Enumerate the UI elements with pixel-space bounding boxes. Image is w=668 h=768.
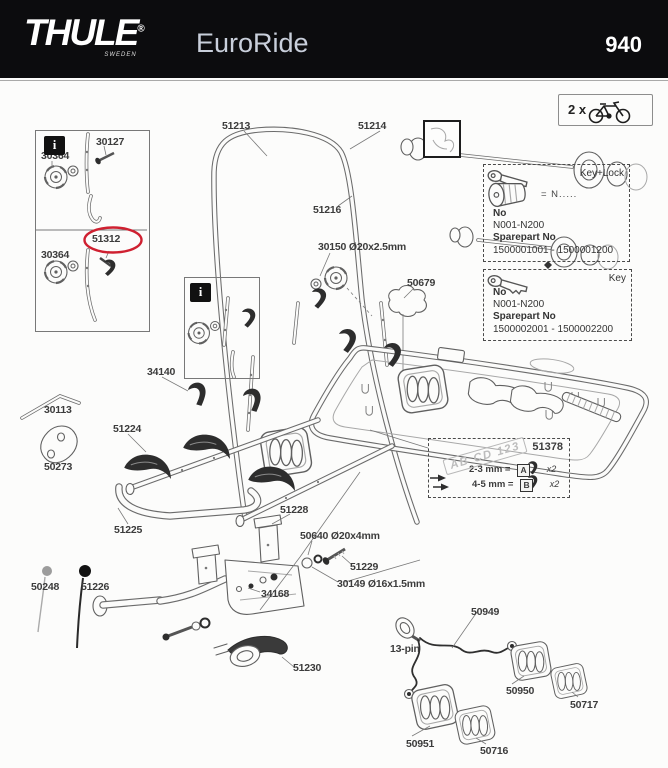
bike-capacity-box: 2 x — [558, 94, 653, 126]
info-icon: i — [190, 283, 211, 302]
part-label-50640: 50640 Ø20x4mm — [300, 530, 380, 542]
part-label-51216: 51216 — [313, 204, 342, 216]
header-divider — [0, 80, 668, 81]
brand-subtext: SWEDEN — [104, 52, 137, 58]
key-number-note: = N..... — [541, 189, 578, 200]
part-label-51213: 51213 — [222, 120, 251, 132]
sparepart-value: 1500002001 - 1500002200 — [493, 323, 614, 335]
part-label-50716: 50716 — [480, 745, 509, 757]
part-label-51230: 51230 — [293, 662, 322, 674]
part-label-50679: 50679 — [407, 277, 436, 289]
thule-logo: THULE® SWEDEN — [24, 12, 145, 58]
qty-label: x2 — [546, 464, 557, 474]
part-label-50950: 50950 — [506, 685, 535, 697]
plate-row-1: 2-3 mm = A x2 — [469, 464, 556, 477]
part-label-30127: 30127 — [96, 136, 125, 148]
model-number: 940 — [605, 32, 642, 57]
bike-count-label: 2 x — [568, 102, 587, 117]
part-label-30364-bottom: 30364 — [41, 249, 70, 261]
letter-b-badge: B — [520, 479, 534, 492]
part-label-50951: 50951 — [406, 738, 435, 750]
part-label-50949: 50949 — [471, 606, 500, 618]
key-lock-details: No N001-N200 Sparepart No 1500001001 - 1… — [493, 208, 613, 257]
part-label-30150: 30150 Ø20x2.5mm — [318, 241, 407, 253]
range-label: 4-5 mm = — [472, 479, 514, 490]
key-lock-title: Key+Lock — [579, 168, 624, 179]
part-label-51229: 51229 — [350, 561, 379, 573]
brand-text: THULE — [24, 12, 139, 53]
part-label-50273: 50273 — [44, 461, 73, 473]
page-title: EuroRide — [196, 28, 309, 58]
key-lock-box: Key+Lock = N..... No N001-N200 Sparepart… — [483, 164, 630, 262]
part-label-34168: 34168 — [261, 588, 290, 600]
key-title: Key — [608, 273, 626, 284]
part-label-51214: 51214 — [358, 120, 387, 132]
key-box: Key No N001-N200 Sparepart No 1500002001… — [483, 269, 632, 341]
part-label-51226: 51226 — [81, 581, 110, 593]
plate-adapter-box: 51378 AB CD 123 2-3 mm = A x2 4-5 mm = B… — [428, 436, 570, 498]
qty-label: x2 — [549, 479, 560, 489]
part-label-51224: 51224 — [113, 423, 142, 435]
letter-a-badge: A — [517, 464, 531, 477]
part-label-30149: 30149 Ø16x1.5mm — [337, 578, 426, 590]
part-label-30113: 30113 — [44, 404, 72, 416]
no-value: N001-N200 — [493, 299, 545, 311]
range-label: 2-3 mm = — [469, 464, 511, 475]
part-label-34140: 34140 — [147, 366, 176, 378]
part-label-51228: 51228 — [280, 504, 309, 516]
registered-mark: ® — [137, 23, 145, 35]
part-label-51312: 51312 — [92, 233, 121, 245]
no-label: No — [493, 207, 507, 219]
key-details: No N001-N200 Sparepart No 1500002001 - 1… — [493, 287, 613, 336]
part-label-51225: 51225 — [114, 524, 143, 536]
plate-row-2: 4-5 mm = B x2 — [472, 479, 559, 492]
part-label-50248: 50248 — [31, 581, 60, 593]
inset-box-tube-assembly — [35, 130, 150, 332]
part-label-51378: 51378 — [532, 441, 563, 453]
sparepart-label: Sparepart No — [493, 311, 556, 323]
header: THULE® SWEDEN EuroRide 940 — [0, 0, 668, 78]
highlight-ellipse-51312 — [83, 226, 143, 254]
sparepart-label: Sparepart No — [493, 232, 556, 244]
no-value: N001-N200 — [493, 220, 545, 232]
part-label-13-pin: 13-pin — [390, 643, 420, 655]
info-icon: i — [44, 136, 65, 155]
sparepart-value: 1500001001 - 1500001200 — [493, 244, 614, 256]
no-label: No — [493, 286, 507, 298]
part-label-50717: 50717 — [570, 699, 599, 711]
inset-box-clamp-detail — [184, 277, 260, 379]
